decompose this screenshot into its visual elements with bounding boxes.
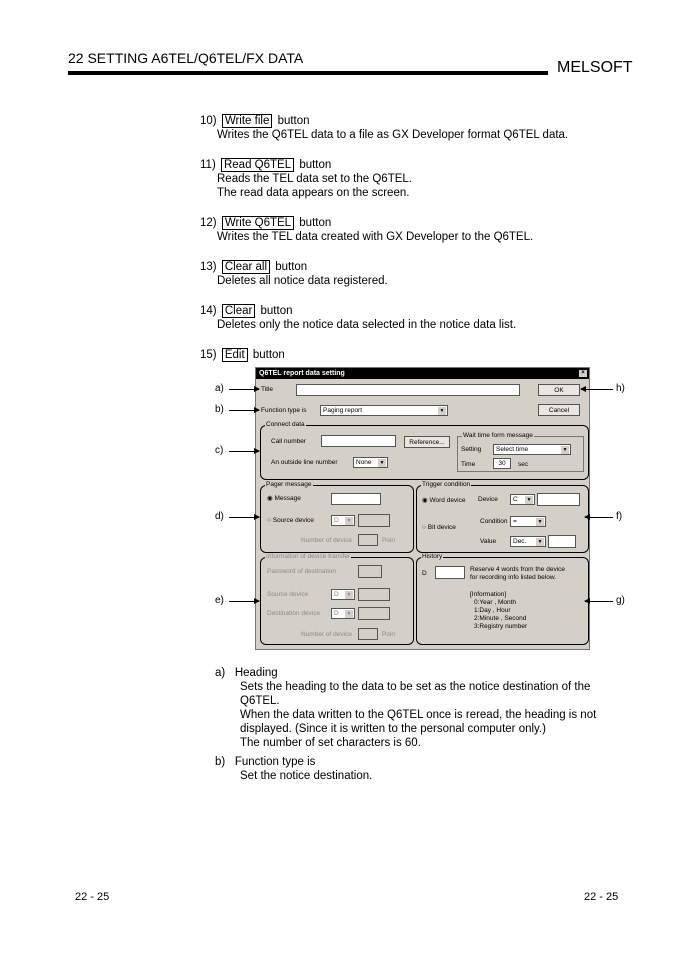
chevron-down-icon: ▼ xyxy=(438,407,446,415)
trigger-condition-select[interactable]: =▼ xyxy=(510,516,546,527)
item-write-q6tel: 12) Write Q6TEL button Writes the TEL da… xyxy=(200,216,534,243)
reference-button[interactable]: Reference... xyxy=(404,436,450,448)
arrow-c xyxy=(229,448,260,454)
trigger-device-input[interactable] xyxy=(537,493,580,506)
transfer-number-of-device-input[interactable] xyxy=(358,628,378,640)
password-input[interactable] xyxy=(358,565,382,578)
trigger-value-format-select[interactable]: Dec.▼ xyxy=(510,536,546,547)
destination-device-select[interactable]: D▼ xyxy=(331,608,355,619)
item-write-file: 10) Write file button Writes the Q6TEL d… xyxy=(200,114,569,141)
wait-time-setting-select[interactable]: Select time▼ xyxy=(493,444,571,455)
pager-source-device-select[interactable]: D▼ xyxy=(331,515,355,526)
chevron-down-icon: ▼ xyxy=(345,610,353,618)
chevron-down-icon: ▼ xyxy=(536,538,544,546)
callout-d: d) xyxy=(215,511,224,522)
note-b: b) Function type is Set the notice desti… xyxy=(215,756,373,782)
transfer-source-device-select[interactable]: D▼ xyxy=(331,589,355,600)
page-header-title: 22 SETTING A6TEL/Q6TEL/FX DATA xyxy=(68,50,304,66)
arrow-h xyxy=(580,386,613,392)
callout-e: e) xyxy=(215,595,224,606)
outside-line-select[interactable]: None▼ xyxy=(353,457,388,468)
item-clear: 14) Clear button Deletes only the notice… xyxy=(200,304,517,331)
callout-c: c) xyxy=(215,445,224,456)
trigger-device-select[interactable]: C▼ xyxy=(510,494,535,505)
clear-button-label: Clear xyxy=(221,304,256,318)
call-number-input[interactable] xyxy=(321,435,396,447)
clear-all-button-label: Clear all xyxy=(221,260,271,274)
page-number-left: 22 - 25 xyxy=(75,891,110,903)
chevron-down-icon: ▼ xyxy=(561,446,569,454)
callout-b: b) xyxy=(215,404,224,415)
callout-f: f) xyxy=(616,511,623,522)
destination-device-input[interactable] xyxy=(358,607,390,620)
write-file-button-label: Write file xyxy=(221,114,273,128)
title-input[interactable] xyxy=(296,384,520,396)
arrow-d xyxy=(229,514,260,520)
transfer-source-device-input[interactable] xyxy=(358,588,390,601)
read-q6tel-button-label: Read Q6TEL xyxy=(220,158,295,172)
history-group: History D Reserve 4 words from the devic… xyxy=(416,553,589,645)
device-transfer-group: Information of device transfer Password … xyxy=(260,553,414,645)
callout-g: g) xyxy=(616,595,625,606)
page-number-right: 22 - 25 xyxy=(584,891,619,903)
arrow-g xyxy=(584,598,613,604)
ok-button[interactable]: OK xyxy=(538,384,580,396)
message-input[interactable] xyxy=(331,493,381,505)
cancel-button[interactable]: Cancel xyxy=(538,404,580,416)
trigger-condition-group: Trigger condition ◉ Word device Device C… xyxy=(416,481,589,553)
header-rule xyxy=(68,71,548,75)
chevron-down-icon: ▼ xyxy=(525,496,533,504)
chevron-down-icon: ▼ xyxy=(536,518,544,526)
pager-source-device-input[interactable] xyxy=(358,514,390,527)
word-device-radio[interactable]: ◉ Word device xyxy=(422,497,466,504)
dialog-title-bar: Q6TEL report data setting × xyxy=(256,368,589,379)
edit-button-label: Edit xyxy=(221,348,248,362)
arrow-e xyxy=(229,598,260,604)
item-read-q6tel: 11) Read Q6TEL button Reads the TEL data… xyxy=(200,158,412,199)
pager-number-of-device-input[interactable] xyxy=(358,534,378,546)
bit-device-radio[interactable]: ○ Bit device xyxy=(422,524,456,531)
wait-time-input[interactable]: 30 xyxy=(493,458,511,469)
callout-h: h) xyxy=(616,383,625,394)
history-device-input[interactable] xyxy=(435,566,465,579)
message-radio[interactable]: ◉ Message xyxy=(267,495,301,502)
arrow-b xyxy=(229,407,260,413)
source-device-radio[interactable]: ○ Source device xyxy=(267,517,314,524)
write-q6tel-button-label: Write Q6TEL xyxy=(221,216,295,230)
arrow-f xyxy=(584,514,613,520)
callout-a: a) xyxy=(215,383,224,394)
close-icon[interactable]: × xyxy=(579,370,587,377)
wait-time-group: Wait time form message Setting Select ti… xyxy=(457,432,584,472)
pager-message-group: Pager message ◉ Message ○ Source device … xyxy=(260,481,414,553)
connect-data-group: Connect data Call number Reference... An… xyxy=(260,421,589,480)
report-data-setting-dialog: Q6TEL report data setting × Title OK Fun… xyxy=(255,367,590,650)
arrow-a xyxy=(229,386,260,392)
chevron-down-icon: ▼ xyxy=(378,459,386,467)
header-brand: MELSOFT xyxy=(557,59,633,76)
trigger-value-input[interactable] xyxy=(548,535,576,548)
item-clear-all: 13) Clear all button Deletes all notice … xyxy=(200,260,388,287)
note-a: a) Heading Sets the heading to the data … xyxy=(215,667,597,749)
chevron-down-icon: ▼ xyxy=(345,591,353,599)
item-edit: 15) Edit button xyxy=(200,348,285,362)
chevron-down-icon: ▼ xyxy=(345,517,353,525)
function-type-select[interactable]: Paging report▼ xyxy=(320,405,448,416)
